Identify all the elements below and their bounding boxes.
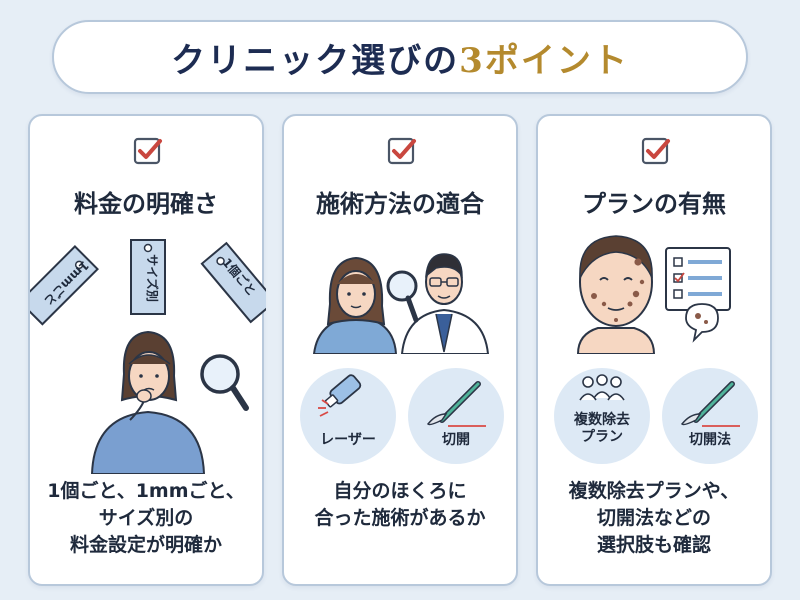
scalpel-icon [680,381,740,427]
desc-line: 選択肢も確認 [596,534,711,556]
plan-label-line: 複数除去 [574,412,630,428]
face-moles-illustration [576,235,731,354]
price-tag-icon: 1個ごと [200,241,266,324]
method-laser: レーザー [300,368,396,464]
desc-line: 自分のほくろに [333,480,467,502]
price-tag-icon: サイズ別 [130,239,166,315]
point-card-method: 施術方法の適合 [282,114,518,586]
card-title: 料金の明確さ [74,190,218,218]
checkbox-icon [641,137,670,165]
plan-label: 複数除去 プラン [554,412,650,446]
magnifier-icon [386,270,419,323]
face-icon [576,235,656,354]
plan-label: 切開法 [689,432,731,448]
consultation-illustration [312,253,490,354]
scalpel-icon [426,381,486,427]
page-title: クリニック選びの3ポイント [171,33,629,82]
speech-bubble-icon [685,303,719,343]
thinking-person-icon [90,330,206,474]
point-card-price: 料金の明確さ 1mmごと サイズ別 1個ごと [28,114,266,586]
point-card-plan: プランの有無 [536,114,772,586]
card-title: 施術方法の適合 [316,190,484,218]
desc-line: 切開法などの [596,507,711,529]
checklist-icon [665,247,731,311]
title-main: クリニック選びの [171,40,460,81]
checkbox-icon [133,137,162,165]
plan-multiple-removal: 複数除去 プラン [554,368,650,464]
desc-line: 合った施術があるか [314,507,486,529]
card-title: プランの有無 [582,190,726,218]
method-label: 切開 [442,432,470,448]
price-tags-illustration: 1mmごと サイズ別 1個ごと [30,239,266,474]
title-accent: 3ポイント [459,40,629,81]
desc-line: 1個ごと、1mmごと、 [47,480,245,502]
method-label: レーザー [320,432,376,448]
patient-icon [312,256,398,354]
title-banner: クリニック選びの3ポイント [52,20,748,94]
desc-line: 料金設定が明確か [69,534,222,556]
price-tag-icon: 1mmごと [30,245,99,326]
desc-line: サイズ別の [98,507,194,529]
plan-excision: 切開法 [662,368,758,464]
checkbox-icon [387,137,416,165]
card-description: 複数除去プランや、 切開法などの 選択肢も確認 [538,478,770,559]
laser-device-icon [318,374,362,417]
desc-line: 複数除去プランや、 [568,480,740,502]
card-description: 1個ごと、1mmごと、 サイズ別の 料金設定が明確か [30,478,262,559]
magnifier-icon [200,354,249,411]
card-description: 自分のほくろに 合った施術があるか [284,478,516,532]
method-excision: 切開 [408,368,504,464]
doctor-icon [400,253,490,354]
people-group-icon [579,374,625,401]
tag-label: サイズ別 [145,254,160,302]
plan-label-line: プラン [581,429,623,445]
